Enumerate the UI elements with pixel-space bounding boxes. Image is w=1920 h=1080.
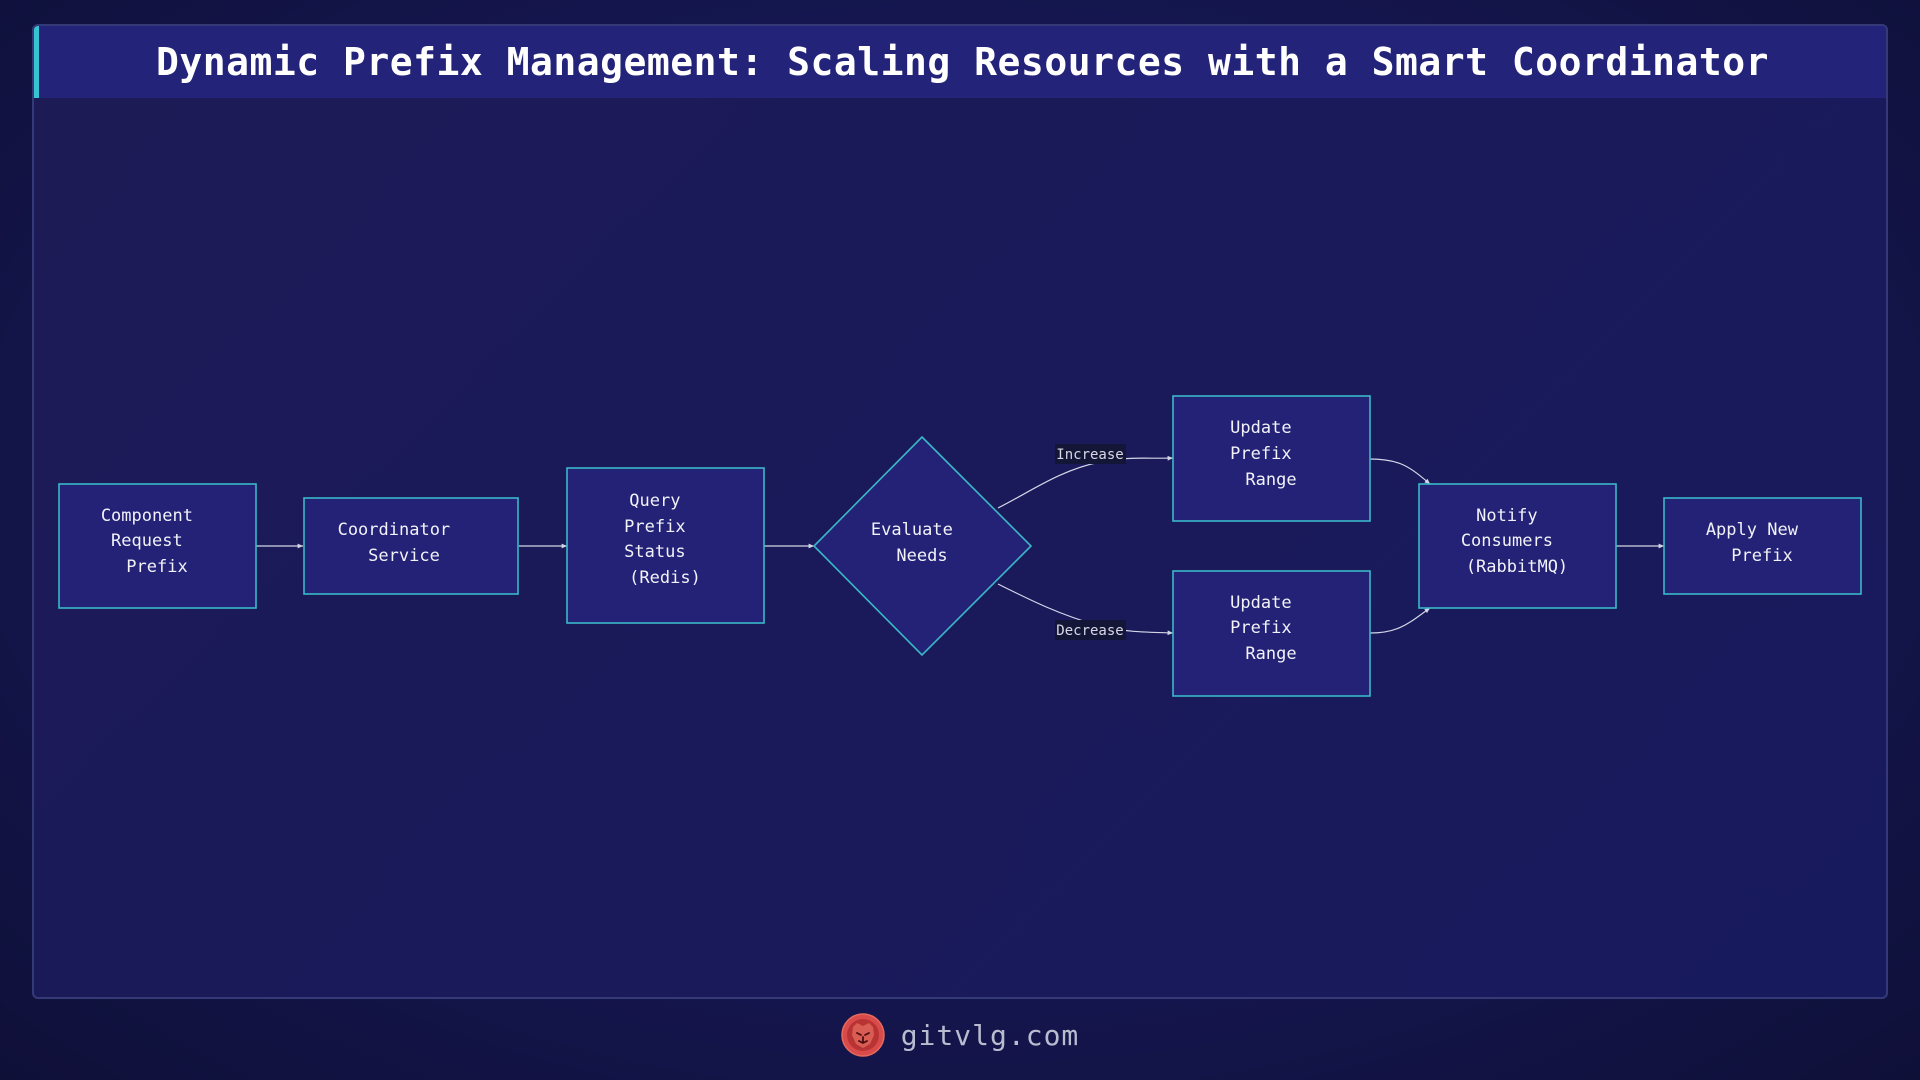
node-evaluate-needs: Evaluate Needs	[812, 435, 1033, 657]
svg-text:Coordinator Service: Coordinator Service	[338, 520, 461, 566]
node-update-prefix-range-decrease: Update Prefix Range	[1172, 570, 1371, 697]
svg-text:Notify Consumers (: Notify Consumers (RabbitMQ)	[1461, 506, 1568, 577]
svg-text:Decrease: Decrease	[1056, 623, 1123, 639]
node-component-request-prefix: Component Request Prefix	[58, 483, 257, 609]
edges	[256, 455, 1664, 636]
svg-text:Component Request: Component Request Prefix	[101, 506, 203, 577]
edge-label-decrease: Decrease	[1055, 620, 1126, 640]
edge-evaluate-increase	[997, 455, 1174, 509]
lion-head-icon	[840, 1013, 885, 1057]
svg-text:Increase: Increase	[1056, 447, 1123, 463]
edge-label-increase: Increase	[1055, 444, 1126, 464]
node-query-prefix-status: Query Prefix Status (Redis)	[566, 467, 765, 624]
node-apply-new-prefix: Apply New Prefix	[1663, 497, 1862, 595]
page-title: Dynamic Prefix Management: Scaling Resou…	[155, 40, 1770, 84]
svg-text:Apply New Prefix: Apply New Prefix	[1706, 520, 1808, 566]
title-bar: Dynamic Prefix Management: Scaling Resou…	[34, 26, 1886, 98]
svg-text:Evaluate Needs: Evaluate Needs	[871, 520, 963, 566]
svg-text:Update Prefix Rang: Update Prefix Range	[1230, 418, 1302, 490]
edge-increase-to-notify	[1369, 458, 1431, 485]
svg-text:Query Prefix Statu: Query Prefix Status (Redis)	[624, 491, 701, 588]
svg-text:Update Prefix Rang: Update Prefix Range	[1230, 593, 1302, 664]
node-notify-consumers: Notify Consumers (RabbitMQ)	[1418, 483, 1617, 609]
footer: gitvlg.com	[0, 1005, 1920, 1065]
node-coordinator-service: Coordinator Service	[303, 497, 519, 595]
edge-decrease-to-notify	[1369, 607, 1431, 634]
footer-site-link[interactable]: gitvlg.com	[900, 1018, 1080, 1052]
node-update-prefix-range-increase: Update Prefix Range	[1172, 395, 1371, 522]
